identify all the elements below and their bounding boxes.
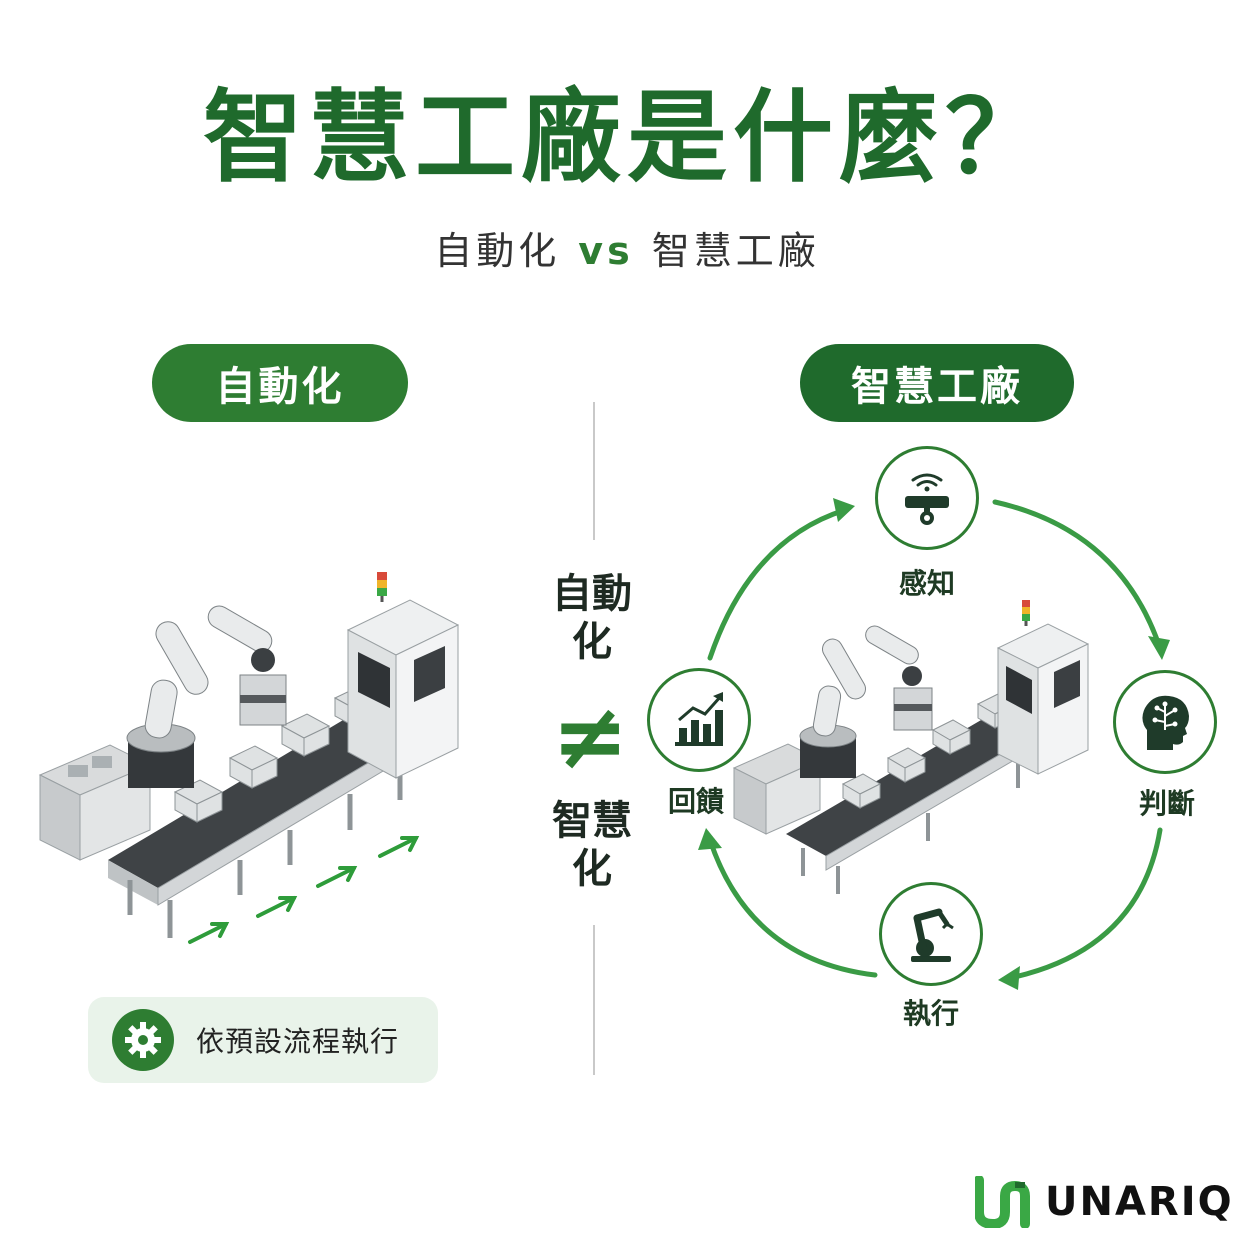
smart-factory-cycle-arrows [698,498,1170,990]
unariq-logo: UNARIQ [975,1174,1234,1230]
automation-caption-box: 依預設流程執行 [88,997,438,1083]
center-smart-label: 智慧 化 [552,798,632,892]
sense-node [875,446,979,550]
feedback-node [647,668,751,772]
bar-chart-trend-icon [675,692,723,746]
not-equal-symbol: ≠ [551,683,629,790]
page-subtitle: 自動化 vs 智慧工廠 [0,226,1254,276]
robot-arm-icon [911,908,954,962]
automation-caption: 依預設流程執行 [196,1025,400,1058]
page-title: 智慧工廠是什麼？ [203,79,1051,196]
divider-top [593,402,595,540]
wifi-sensor-icon [905,473,949,525]
execute-label: 執行 [902,997,959,1030]
subtitle-automation: 自動化 [434,229,561,273]
smart-factory-pill: 智慧工廠 [800,344,1074,422]
judge-node [1113,670,1217,774]
sense-label: 感知 [898,567,955,600]
feedback-label: 回饋 [667,785,724,818]
automation-pill: 自動化 [152,344,408,422]
judge-label: 判斷 [1138,787,1195,820]
automation-production-line-illustration [38,572,460,944]
divider-bottom [593,925,595,1075]
subtitle-smart-factory: 智慧工廠 [651,229,820,273]
unariq-logo-mark [975,1176,1030,1228]
gear-icon [112,1009,174,1071]
subtitle-vs: vs [578,229,634,273]
logo-text: UNARIQ [1045,1179,1234,1225]
smart-factory-production-line-illustration [732,600,1090,894]
center-automation-label: 自動 化 [552,571,632,665]
execute-node [879,882,983,986]
brain-head-icon [1142,695,1189,750]
